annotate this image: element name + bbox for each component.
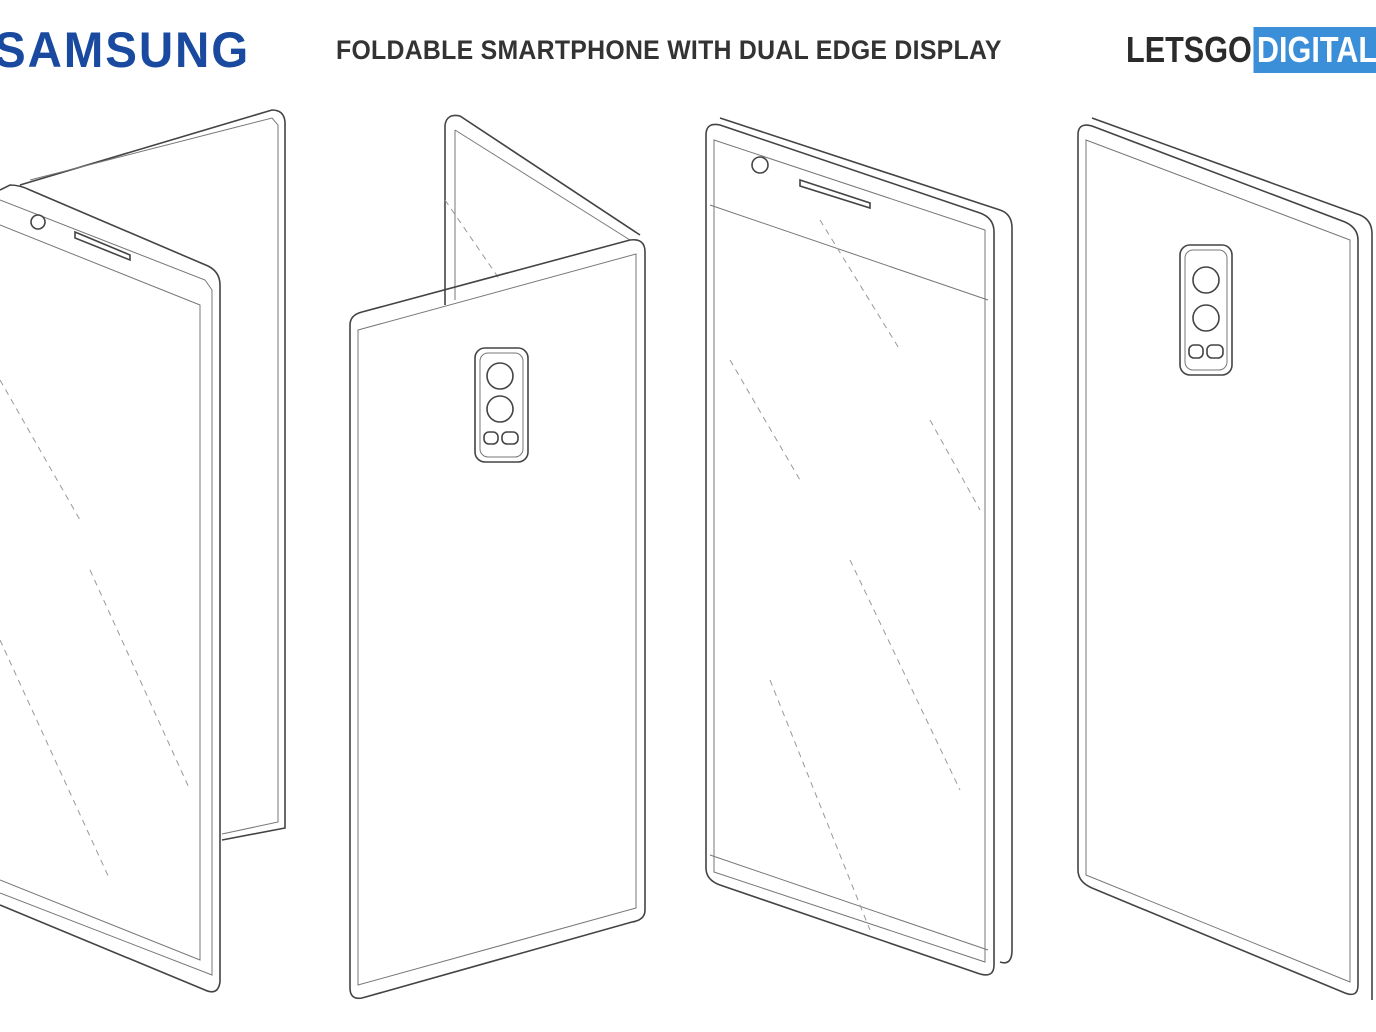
page-title: FOLDABLE SMARTPHONE WITH DUAL EDGE DISPL…	[336, 34, 1002, 65]
samsung-logo: SAMSUNG	[0, 22, 251, 78]
phone-figure-1	[0, 109, 286, 993]
logo-part-2: DIGITAL	[1253, 27, 1376, 73]
phone-figure-2	[349, 114, 646, 1000]
phone-figure-3	[705, 117, 1013, 976]
phone-figure-4	[1077, 117, 1373, 1000]
logo-part-1: LETSGO	[1126, 29, 1252, 70]
